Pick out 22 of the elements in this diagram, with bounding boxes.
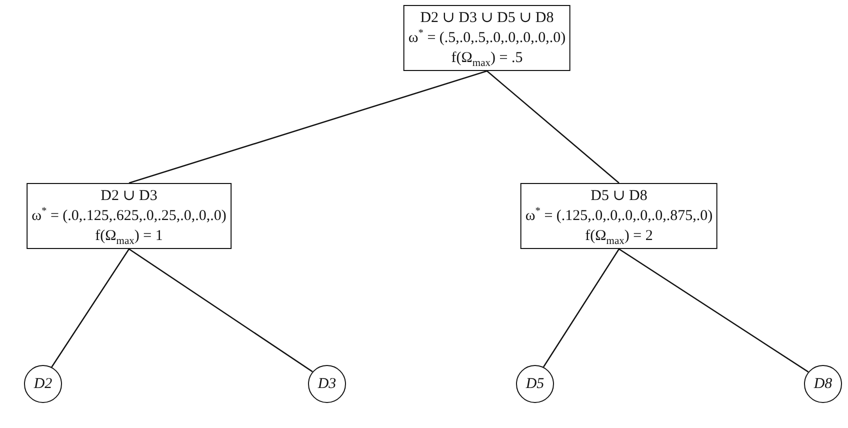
node-formula: f(Ω$_{max}$) = .5 [451,49,523,68]
tree-node-box [403,5,571,71]
connector-line [618,248,809,372]
node-formula: ω$^{*}$ = (.125,.0,.0,.0,.0,.0,.875,.0) [525,206,713,226]
leaf-circle: D2 [24,365,62,403]
connector-line [486,70,620,184]
connector-line [128,70,488,184]
connector-line [51,248,130,368]
connector-line [128,248,313,372]
leaf-circle: D8 [804,365,842,403]
node-formula: ω$^{*}$ = (.0,.125,.625,.0,.25,.0,.0,.0) [32,206,226,226]
tree-node-box [26,183,232,249]
node-formula: D2 ∪ D3 ∪ D5 ∪ D8 [420,9,554,28]
node-formula: ω$^{*}$ = (.5,.0,.5,.0,.0,.0,.0,.0) [408,28,566,48]
node-formula: f(Ω$_{max}$) = 2 [585,227,653,246]
node-formula: f(Ω$_{max}$) = 1 [95,227,163,246]
leaf-circle: D5 [516,365,554,403]
node-formula: D2 ∪ D3 [100,187,158,206]
leaf-circle: D3 [308,365,346,403]
tree-node-box [520,183,718,249]
connector-line [542,248,620,368]
node-formula: D5 ∪ D8 [590,187,648,206]
